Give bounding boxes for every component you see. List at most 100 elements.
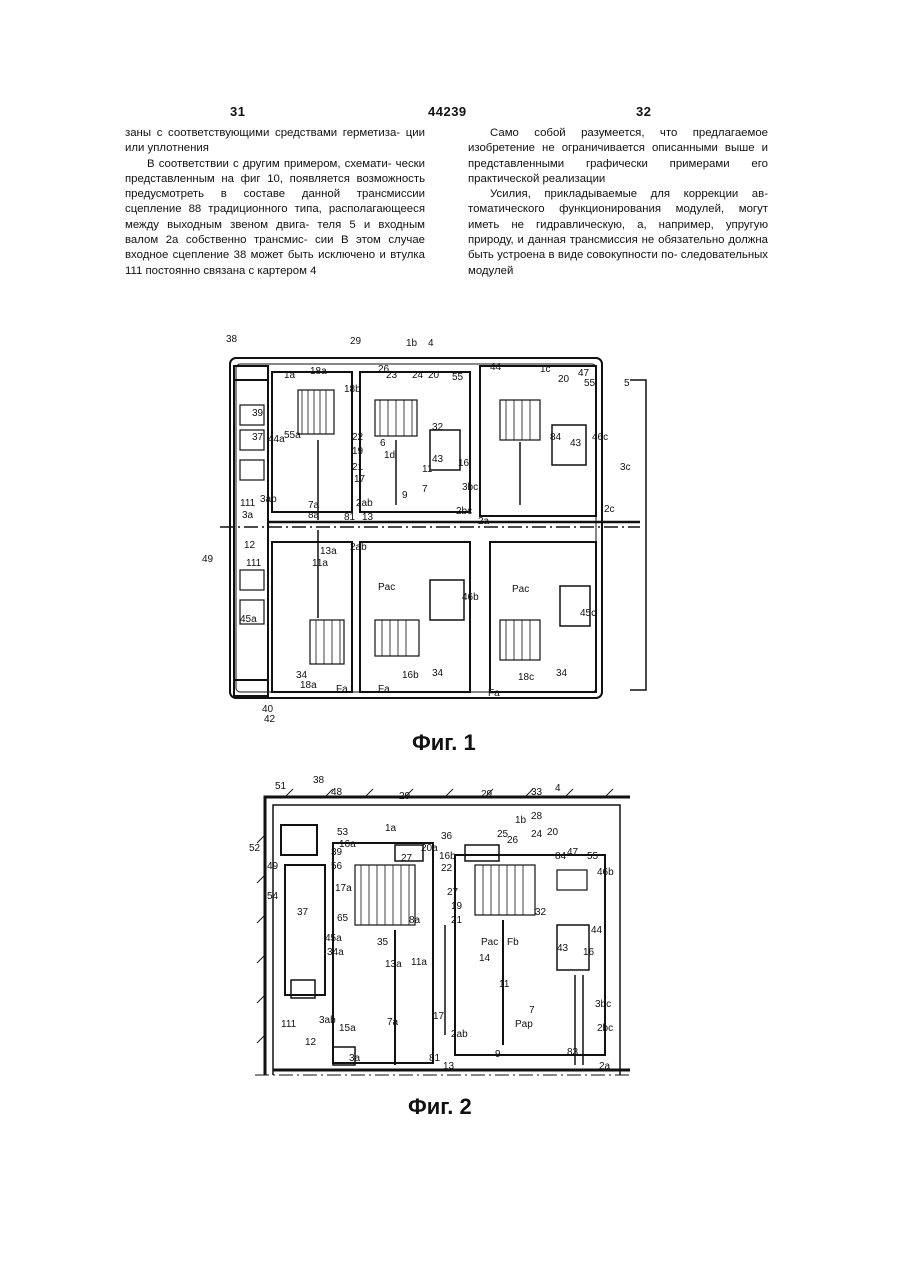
figure-1-reference-label: 2ab (350, 542, 367, 553)
figure-2-reference-label: 1b (515, 815, 527, 826)
right-paragraph-1: Само собой разумеется, что предлагаемое … (468, 126, 768, 187)
figure-2-reference-label: Pac (481, 937, 498, 948)
figure-1-reference-label: 1a (284, 370, 296, 381)
figure-2-reference-label: 46b (597, 867, 614, 878)
right-column: Само собой разумеется, что предлагаемое … (468, 126, 768, 279)
figure-1-reference-label: 13a (320, 546, 337, 557)
figure-1-reference-label: 3bc (462, 482, 478, 493)
figure-1-reference-label: 32 (432, 422, 444, 433)
figure-1-reference-label: 111 (246, 558, 262, 569)
figure-1-reference-label: 3c (620, 462, 631, 473)
figure-2-reference-label: 2bc (597, 1023, 613, 1034)
figure-2-reference-label: 22 (441, 863, 453, 874)
figure-2-reference-label: 38 (313, 775, 325, 786)
figure-2-reference-label: 32 (535, 907, 547, 918)
figure-2-reference-label: 37 (297, 907, 309, 918)
figure-1-reference-label: 20 (428, 370, 440, 381)
figure-1-reference-label: 45c (580, 608, 596, 619)
figure-1-reference-label: 12 (244, 540, 256, 551)
figure-1-reference-label: 44a (268, 434, 285, 445)
figure-2-reference-label: 27 (447, 887, 459, 898)
figure-2-reference-label: 53 (337, 827, 349, 838)
figure-1-transmission-diagram: 38291b451a18a18b2623242055441c2047553937… (200, 330, 670, 725)
figure-1-reference-label: 11 (422, 464, 433, 475)
figure-2-reference-label: Fb (507, 937, 519, 948)
figure-2-reference-label: 27 (401, 853, 413, 864)
figure-1-reference-label: 37 (252, 432, 264, 443)
figure-2-reference-label: 20 (547, 827, 559, 838)
right-paragraph-2: Усилия, прикладываемые для коррекции ав-… (468, 187, 768, 279)
figure-2-reference-label: 35 (377, 937, 389, 948)
figure-2-reference-label: 33 (531, 787, 543, 798)
figure-2-reference-label: 19 (451, 901, 463, 912)
figure-1-reference-label: 46b (462, 592, 479, 603)
figure-2-reference-label: 14 (479, 953, 491, 964)
figure-2-reference-label: 11a (411, 957, 427, 968)
figure-1-reference-label: 16 (458, 458, 470, 469)
figure-1-reference-label: 23 (386, 370, 398, 381)
figure-2-reference-label: 43 (557, 943, 569, 954)
figure-1-reference-label: 7 (422, 484, 428, 495)
figure-1-reference-label: 55 (584, 378, 596, 389)
figure-2-reference-label: 48 (331, 787, 343, 798)
figure-1-reference-label: Pac (512, 584, 529, 595)
figure-1-reference-label: 5 (624, 378, 630, 389)
figure-1-reference-label: 18a (300, 680, 317, 691)
figure-2-transmission-diagram: 5138482929334525316a20a361b284939561a271… (245, 775, 640, 1090)
figure-2-reference-label: 12 (305, 1037, 317, 1048)
figure-1-reference-label: 81 (344, 512, 356, 523)
figure-2-reference-label: 8a (409, 915, 421, 926)
figure-2-reference-label: 9 (495, 1049, 501, 1060)
figure-1-reference-label: 18b (344, 384, 361, 395)
figure-2-reference-label: 15a (339, 1023, 356, 1034)
figure-2-reference-label: 7a (387, 1017, 399, 1028)
figure-1-reference-label: 8a (308, 510, 320, 521)
figure-1-reference-label: 2c (604, 504, 615, 515)
figure-2-reference-label: 28 (531, 811, 543, 822)
figure-2-reference-label: 65 (337, 913, 349, 924)
figure-2-reference-label: Pap (515, 1019, 533, 1030)
figure-2-reference-label: 55 (587, 851, 599, 862)
figure-1-reference-label: 1c (540, 364, 551, 375)
figure-1-reference-label: 43 (432, 454, 444, 465)
figure-2-reference-label: 21 (451, 915, 463, 926)
figure-2-reference-label: 45a (325, 933, 342, 944)
figure-2-reference-label: 26 (507, 835, 519, 846)
figure-2-reference-label: 13 (443, 1061, 455, 1072)
figure-2-caption: Фиг. 2 (408, 1094, 472, 1120)
figure-1-caption: Фиг. 1 (412, 730, 476, 756)
figure-1-reference-label: Fa (488, 688, 500, 699)
figure-2-reference-label: 11 (499, 979, 510, 990)
figure-2-reference-label: 2ab (451, 1029, 468, 1040)
figure-2-reference-label: 29 (399, 791, 411, 802)
figure-2-reference-label: 3bc (595, 999, 611, 1010)
figure-1-reference-label: 17 (354, 474, 366, 485)
figure-2-reference-label: 3ab (319, 1015, 336, 1026)
figure-2-reference-label: 16b (439, 851, 456, 862)
figure-1-reference-label: 44 (490, 362, 502, 373)
figure-2-reference-label: 81 (429, 1053, 441, 1064)
figure-1-reference-label: 21 (352, 462, 364, 473)
left-page-number: 31 (230, 104, 245, 119)
figure-2-reference-label: 7 (529, 1005, 535, 1016)
figure-1-reference-label: 38 (226, 334, 238, 345)
figure-2-reference-label: 20a (421, 843, 438, 854)
left-paragraph-1: заны с соответствующими средствами герме… (125, 126, 425, 157)
figure-1-reference-label: 22 (352, 432, 364, 443)
figure-2-reference-label: 44 (591, 925, 603, 936)
figure-2-reference-label: 17 (433, 1011, 445, 1022)
figure-1-reference-label: 42 (264, 714, 276, 725)
figure-2-reference-label: 36 (441, 831, 453, 842)
right-page-number: 32 (636, 104, 651, 119)
figure-2-reference-label: 13a (385, 959, 402, 970)
figure-1-reference-label: Fa (336, 684, 348, 695)
figure-2-reference-label: 49 (267, 861, 279, 872)
figure-1-reference-label: 2a (478, 516, 490, 527)
figure-1-reference-label: 3a (242, 510, 254, 521)
figure-1-reference-label: 43 (570, 438, 582, 449)
figure-1-reference-label: 84 (550, 432, 562, 443)
figure-2-reference-label: 24 (531, 829, 543, 840)
figure-1-reference-label: 9 (402, 490, 408, 501)
figure-1-reference-label: 55a (284, 430, 301, 441)
figure-2-reference-label: 29 (481, 789, 493, 800)
